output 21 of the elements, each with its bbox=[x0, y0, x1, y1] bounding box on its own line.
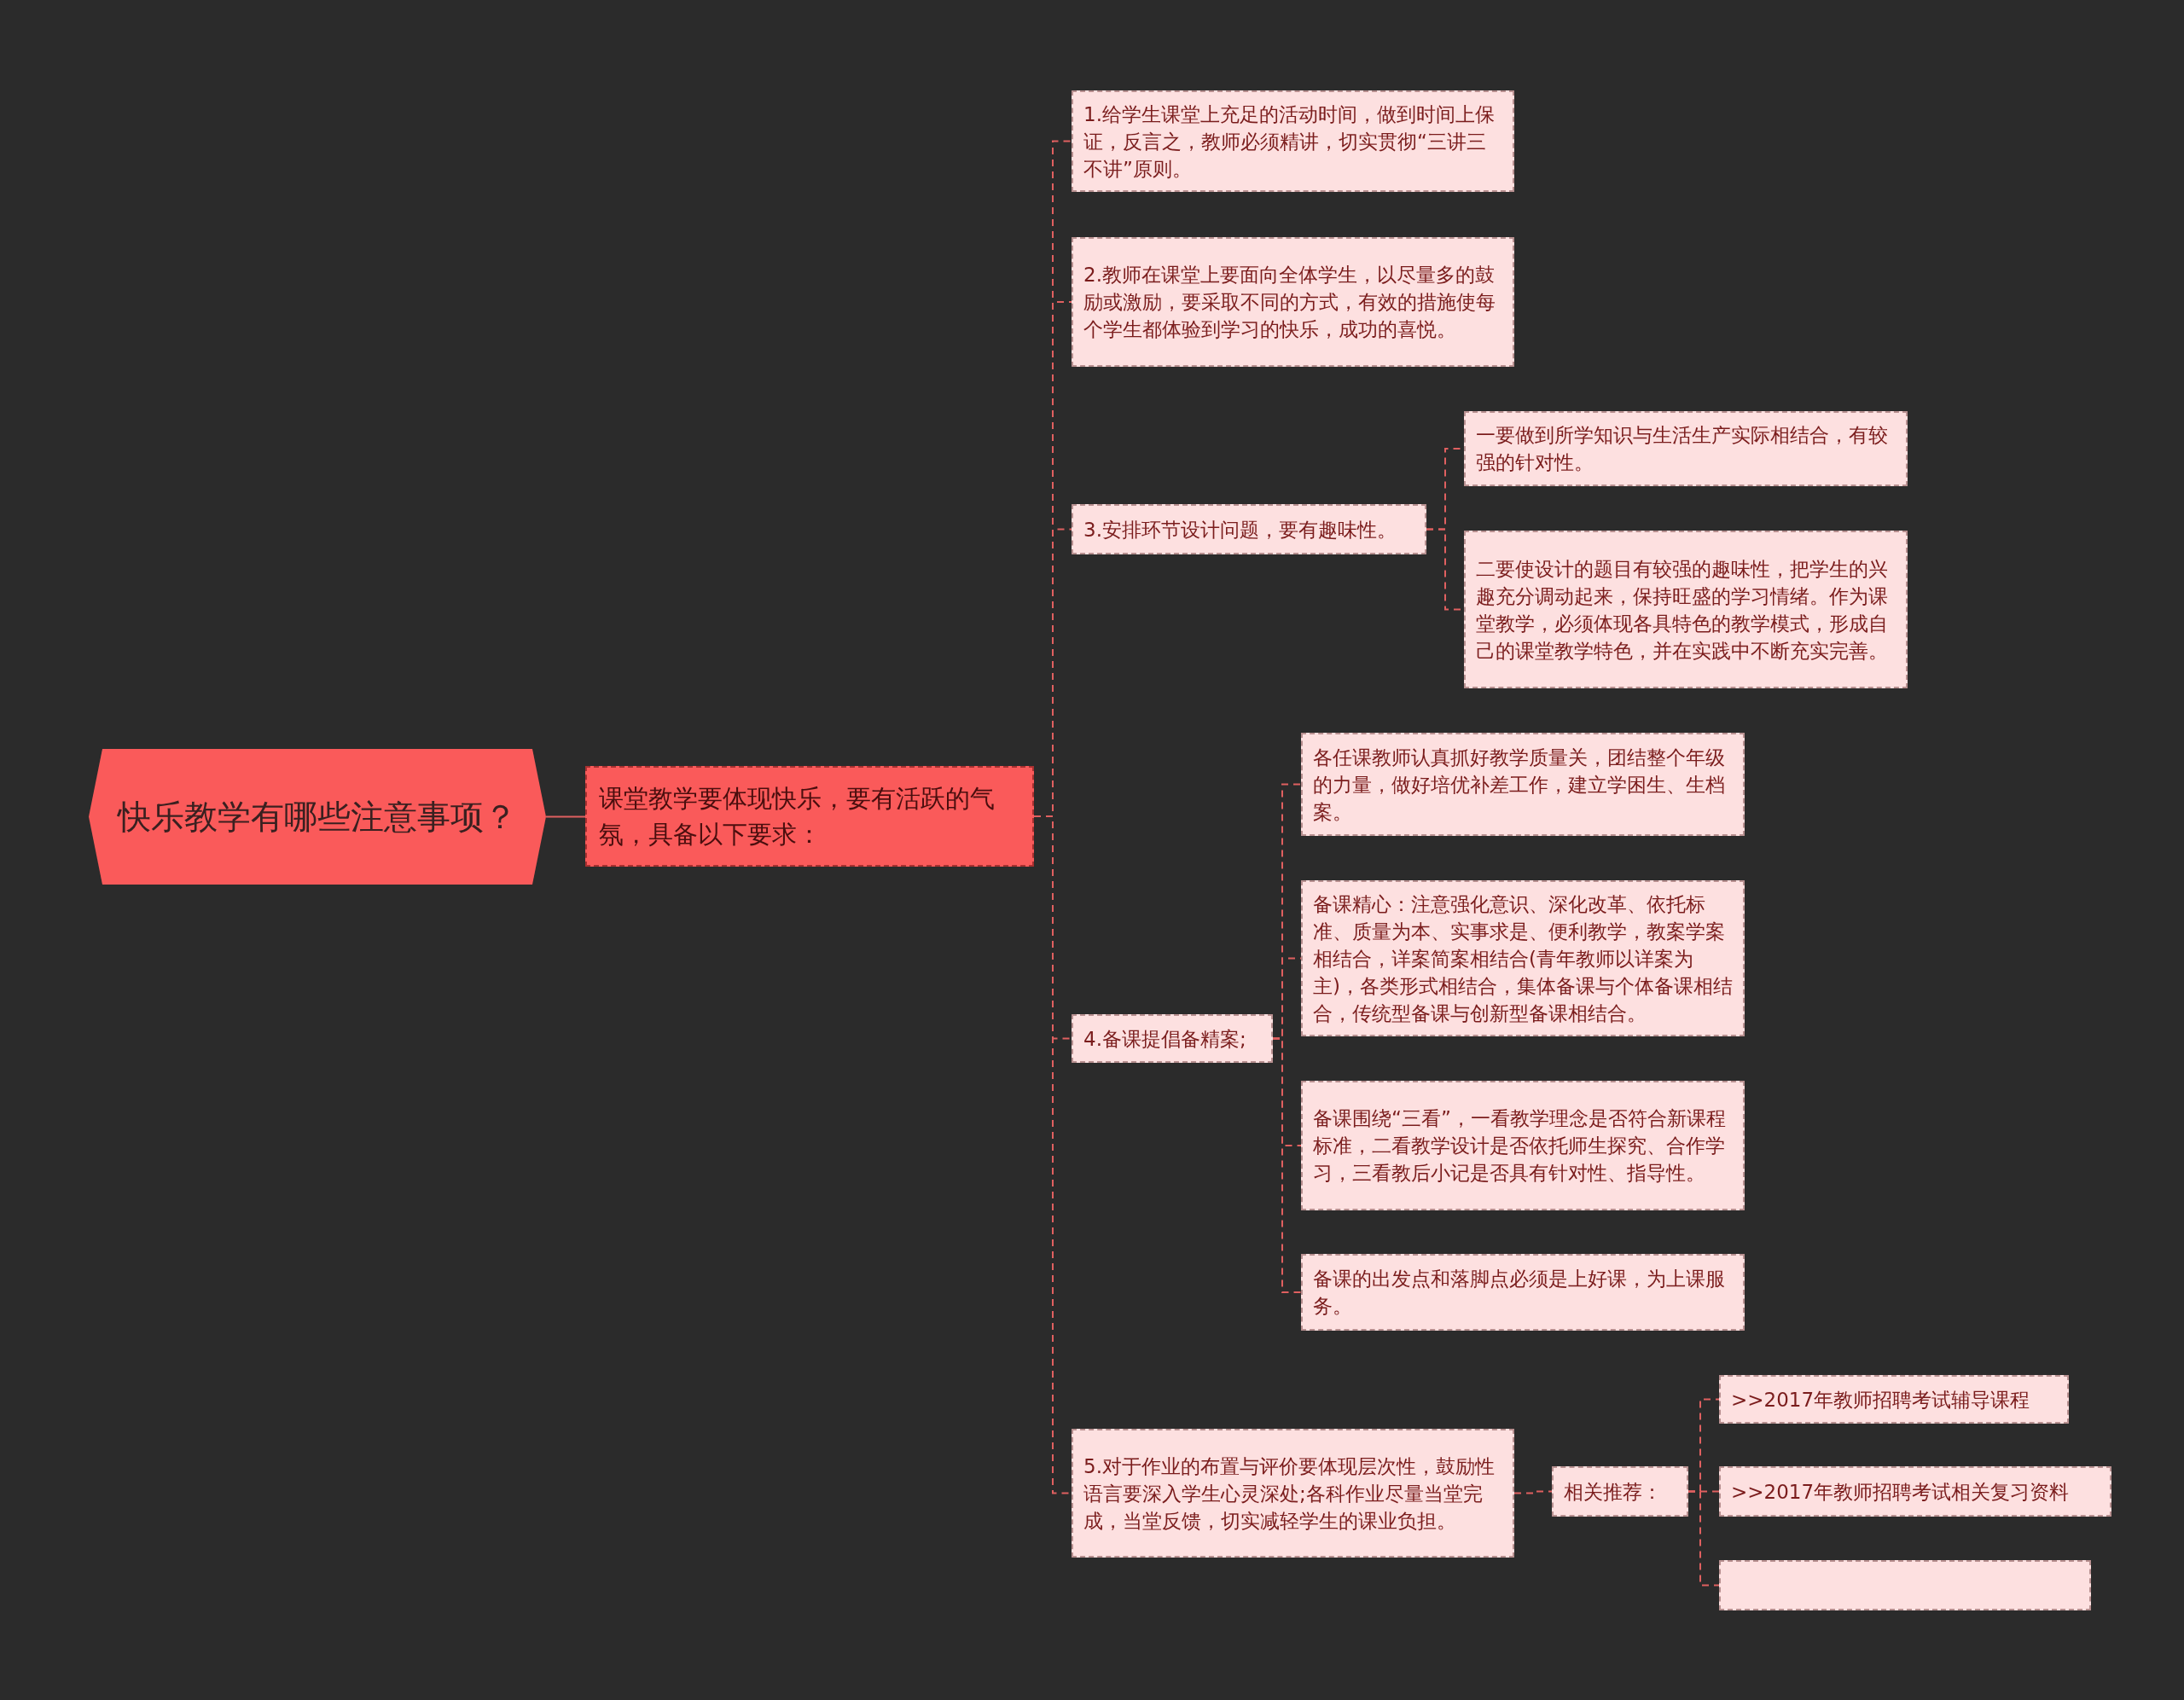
text-box: 相关推荐： bbox=[1552, 1466, 1688, 1517]
text-box: 一要做到所学知识与生活生产实际相结合，有较强的针对性。 bbox=[1464, 411, 1908, 486]
text-box: 5.对于作业的布置与评价要体现层次性，鼓励性语言要深入学生心灵深处;各科作业尽量当堂完成，当堂反馈，切实减轻学生的课业负担。 bbox=[1072, 1429, 1514, 1558]
connector-line bbox=[1513, 1490, 1553, 1494]
topic-hexagon: 快乐教学有哪些注意事项？ bbox=[89, 749, 546, 885]
connector-line bbox=[1687, 1490, 1720, 1587]
text-box: 1.给学生课堂上充足的活动时间，做到时间上保证，反言之，教师必须精讲，切实贯彻“三讲三不讲”原则。 bbox=[1072, 90, 1514, 192]
connector-line bbox=[545, 815, 586, 818]
text-box: 3.安排环节设计问题，要有趣味性。 bbox=[1072, 504, 1426, 554]
text-box: 4.备课提倡备精案; bbox=[1072, 1014, 1273, 1063]
text-box: 各任课教师认真抓好教学质量关，团结整个年级的力量，做好培优补差工作，建立学困生、生档案。 bbox=[1301, 733, 1745, 836]
text-box: 2.教师在课堂上要面向全体学生，以尽量多的鼓励或激励，要采取不同的方式，有效的措施使每个学生都体验到学习的快乐，成功的喜悦。 bbox=[1072, 237, 1514, 367]
empty-box bbox=[1719, 1560, 2091, 1610]
text-box: 备课的出发点和落脚点必须是上好课，为上课服务。 bbox=[1301, 1254, 1745, 1331]
text-box: >>2017年教师招聘考试相关复习资料 bbox=[1719, 1466, 2111, 1517]
connector-line bbox=[1272, 1037, 1302, 1293]
text-box: 备课围绕“三看”，一看教学理念是否符合新课程标准，二看教学设计是否依托师生探究、合作学习，三看教后小记是否具有针对性、指导性。 bbox=[1301, 1081, 1745, 1210]
text-box: 二要使设计的题目有较强的趣味性，把学生的兴趣充分调动起来，保持旺盛的学习情绪。作为课堂教学，必须体现各具特色的教学模式，形成自己的课堂教学特色，并在实践中不断充实完善。 bbox=[1464, 531, 1908, 688]
text-box: >>2017年教师招聘考试辅导课程 bbox=[1719, 1375, 2069, 1424]
text-box: 备课精心：注意强化意识、深化改革、依托标准、质量为本、实事求是、便利教学，教案学案相结合，详案简案相结合(青年教师以详案为主)，各类形式相结合，集体备课与个体备课相结合，传统型备课与创新型备课相结合。 bbox=[1301, 880, 1745, 1036]
branch-box: 课堂教学要体现快乐，要有活跃的气氛，具备以下要求： bbox=[585, 766, 1034, 867]
